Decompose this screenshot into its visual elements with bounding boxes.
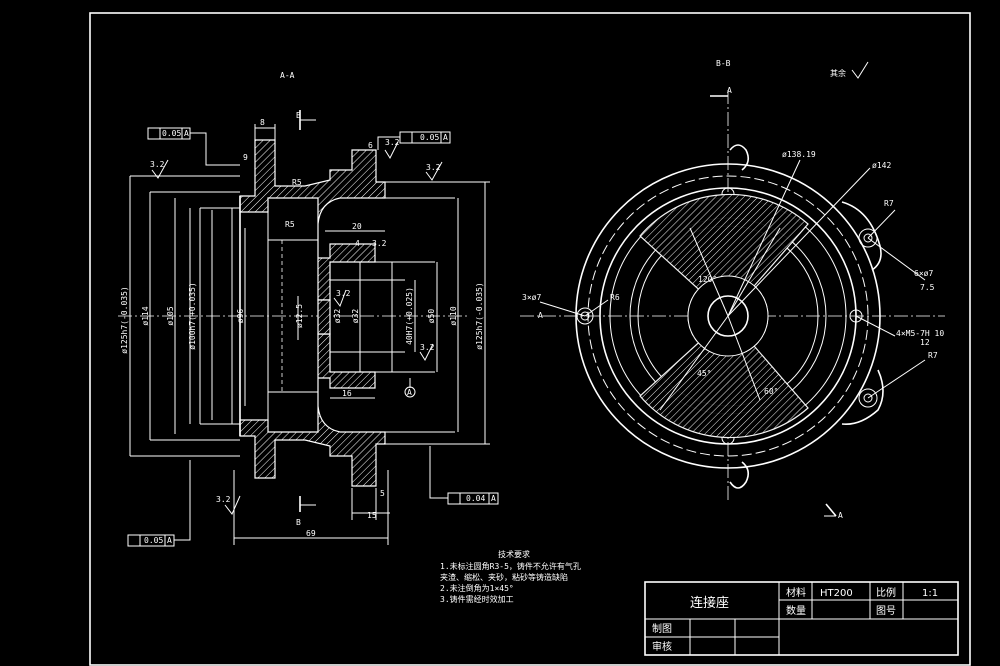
dim-r6: R6 bbox=[610, 293, 620, 302]
cut-mark-a-bottom: A bbox=[838, 511, 843, 520]
dim-angle120: 120° bbox=[698, 275, 717, 284]
quantity-label: 数量 bbox=[786, 604, 806, 617]
dim-d125b: ø125h7(-0.035) bbox=[475, 282, 484, 349]
dim-sub-12: 12 bbox=[920, 338, 930, 347]
dim-w6: 6 bbox=[368, 141, 373, 150]
note-line-4: 3.铸件需经时效加工 bbox=[440, 594, 514, 604]
roughness-2: 3.2 bbox=[426, 163, 441, 172]
scale-value: 1:1 bbox=[922, 588, 938, 599]
note-line-2: 夹渣、缩松、夹砂，粘砂等铸造缺陷 bbox=[440, 572, 568, 582]
tol-frame-2-value: 0.05 bbox=[420, 133, 439, 142]
tol-frame-3-datum: A bbox=[491, 494, 496, 503]
roughness-1: 3.2 bbox=[150, 160, 165, 169]
scale-label: 比例 bbox=[876, 586, 896, 599]
technical-notes: 技术要求 1.未标注圆角R3-5，铸件不允许有气孔 夹渣、缩松、夹砂，粘砂等铸造… bbox=[440, 549, 581, 604]
dim-d12-5: ø12.5 bbox=[295, 304, 304, 328]
dim-d50: ø50 bbox=[427, 309, 436, 324]
dim-d96: ø96 bbox=[236, 309, 245, 324]
dim-w9: 9 bbox=[243, 153, 248, 162]
dim-angle60: 60° bbox=[764, 387, 778, 396]
roughness-3: 3.2 bbox=[385, 138, 400, 147]
checked-by-label: 审核 bbox=[652, 640, 672, 653]
dim-angle45: 45° bbox=[697, 369, 711, 378]
dim-holes4: 4×M5-7H 10 bbox=[896, 329, 944, 338]
dim-w4: 4 bbox=[355, 239, 360, 248]
dim-w69: 69 bbox=[306, 529, 316, 538]
datum-label-e: A bbox=[538, 311, 543, 320]
cut-mark-a-top: A bbox=[727, 86, 732, 95]
title-block: 连接座 材料 HT200 比例 1:1 数量 图号 制图 审核 bbox=[644, 581, 959, 656]
tol-frame-3-value: 0.04 bbox=[466, 494, 485, 503]
note-line-3: 2.未注倒角为1×45° bbox=[440, 583, 514, 593]
drawing-border bbox=[89, 12, 971, 666]
dim-r7a: R7 bbox=[884, 199, 894, 208]
dim-w15: 15 bbox=[367, 511, 377, 520]
tol-frame-2-datum: A bbox=[443, 133, 448, 142]
section-aa-label: A-A bbox=[280, 71, 295, 80]
roughness-5: 3.2 bbox=[216, 495, 231, 504]
dim-w16: 16 bbox=[342, 389, 352, 398]
dim-r5b: R5 bbox=[285, 220, 295, 229]
part-name: 连接座 bbox=[690, 595, 729, 611]
dim-d110: ø110 bbox=[449, 306, 458, 325]
section-body-upper bbox=[239, 139, 386, 301]
roughness-4: 3.2 bbox=[420, 343, 435, 352]
roughness-7: 3.2 bbox=[372, 239, 387, 248]
section-bb-label: B-B bbox=[716, 59, 731, 68]
tol-frame-4-value: 0.05 bbox=[144, 536, 163, 545]
dim-d100: ø100h7(+0.035) bbox=[188, 282, 197, 349]
dim-holes6: 6×ø7 bbox=[914, 269, 933, 278]
dim-r5a: R5 bbox=[292, 178, 302, 187]
material-label: 材料 bbox=[786, 586, 806, 599]
dim-d114: ø114 bbox=[141, 306, 150, 325]
dim-d125: ø125h7(-0.035) bbox=[120, 286, 129, 353]
dim-d105: ø105 bbox=[166, 306, 175, 325]
notes-title: 技术要求 bbox=[498, 549, 530, 559]
datum-a-marker: A bbox=[407, 388, 412, 397]
dim-w8: 8 bbox=[260, 118, 265, 127]
dim-sub-7: 7.5 bbox=[920, 283, 935, 292]
material-value: HT200 bbox=[820, 588, 853, 599]
dim-d32: ø32 bbox=[351, 309, 360, 324]
tol-frame-1-value: 0.05 bbox=[162, 129, 181, 138]
dim-d32b: ø32 bbox=[333, 309, 342, 324]
roughness-other-note: 其余 bbox=[830, 68, 846, 78]
drawn-by-label: 制图 bbox=[652, 622, 672, 635]
section-bb-view: B-B 其余 A A bbox=[520, 59, 945, 520]
tol-frame-1-datum: A bbox=[184, 129, 189, 138]
dim-r7b: R7 bbox=[928, 351, 938, 360]
tol-frame-4-datum: A bbox=[167, 536, 172, 545]
drawing-no-label: 图号 bbox=[876, 605, 896, 617]
dim-w5: 5 bbox=[380, 489, 385, 498]
cut-mark-b-top: B bbox=[296, 111, 301, 120]
dim-w20: 20 bbox=[352, 222, 362, 231]
dim-holes3: 3×ø7 bbox=[522, 293, 541, 302]
section-body-lower bbox=[239, 333, 386, 487]
note-line-1: 1.未标注圆角R3-5，铸件不允许有气孔 bbox=[440, 561, 581, 571]
dim-d40: 40H7(+0.025) bbox=[405, 287, 414, 345]
dim-d138: ø138.19 bbox=[782, 150, 816, 159]
section-aa-view: A-A bbox=[118, 71, 499, 547]
dim-d142: ø142 bbox=[872, 161, 891, 170]
roughness-6: 3.2 bbox=[336, 289, 351, 298]
cut-mark-b-bottom: B bbox=[296, 518, 301, 527]
